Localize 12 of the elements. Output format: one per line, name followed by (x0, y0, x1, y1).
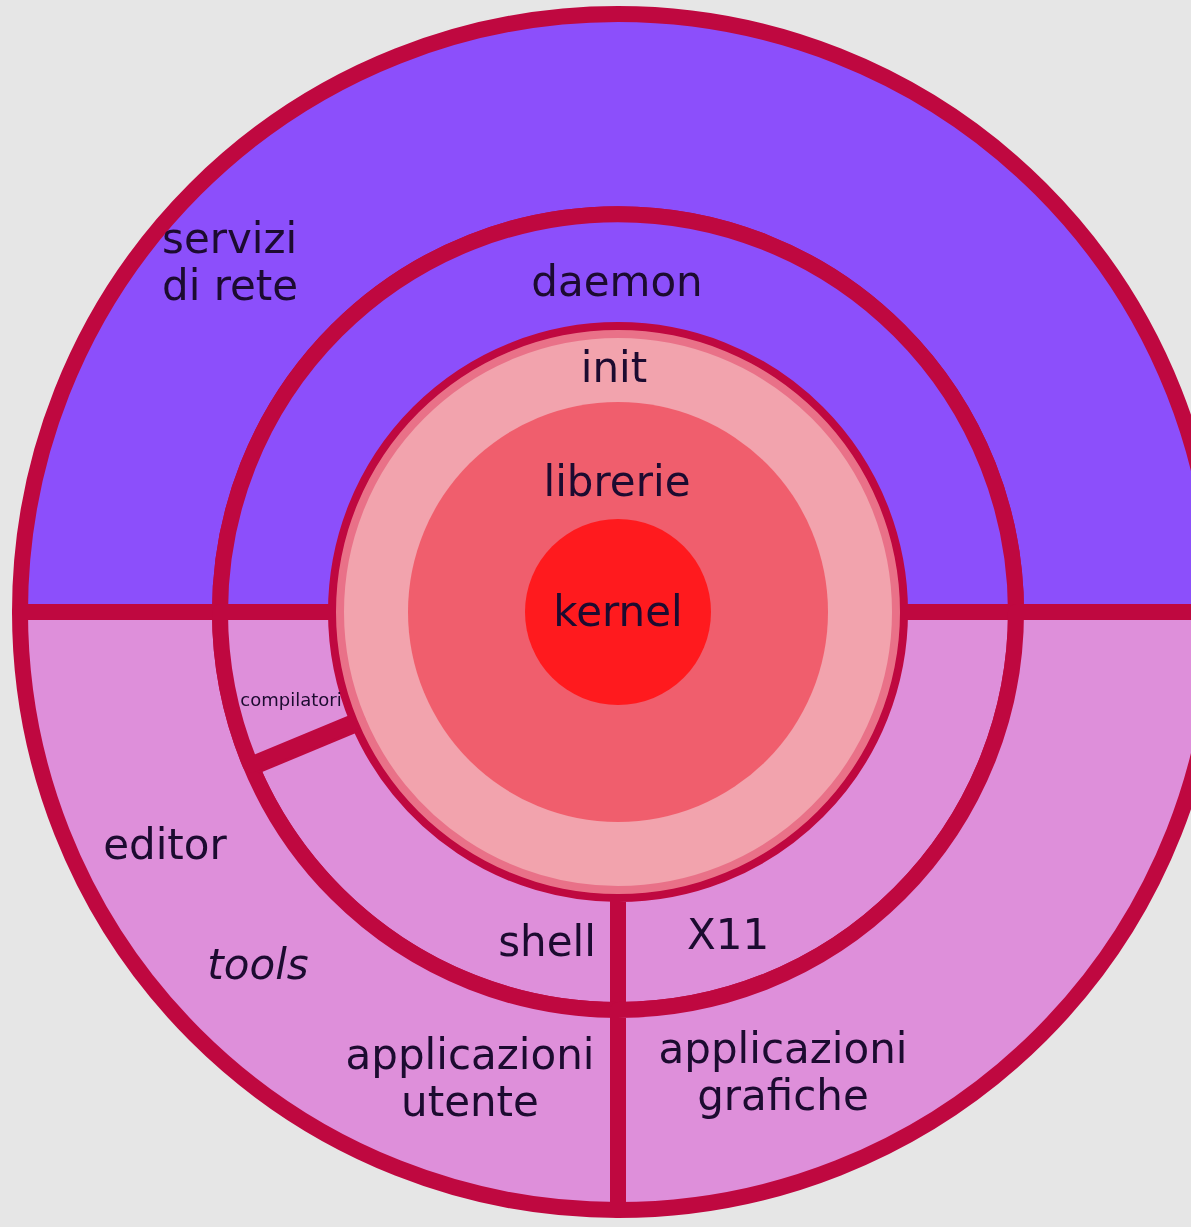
segment-label: daemon (531, 258, 703, 306)
segment-label: init (580, 344, 648, 392)
segment-label: applicazioni utente (344, 1030, 596, 1126)
segment-label: applicazioni grafiche (657, 1024, 909, 1120)
segment-label: X11 (686, 911, 770, 959)
region-note: tools (207, 941, 309, 989)
region-note: editor (103, 821, 227, 869)
segment-label: librerie (543, 458, 691, 506)
segment-label: servizi di rete (162, 214, 300, 310)
segment-label: compilatori (240, 689, 342, 711)
segment-label: kernel (553, 588, 683, 636)
segment-label: shell (498, 918, 596, 966)
